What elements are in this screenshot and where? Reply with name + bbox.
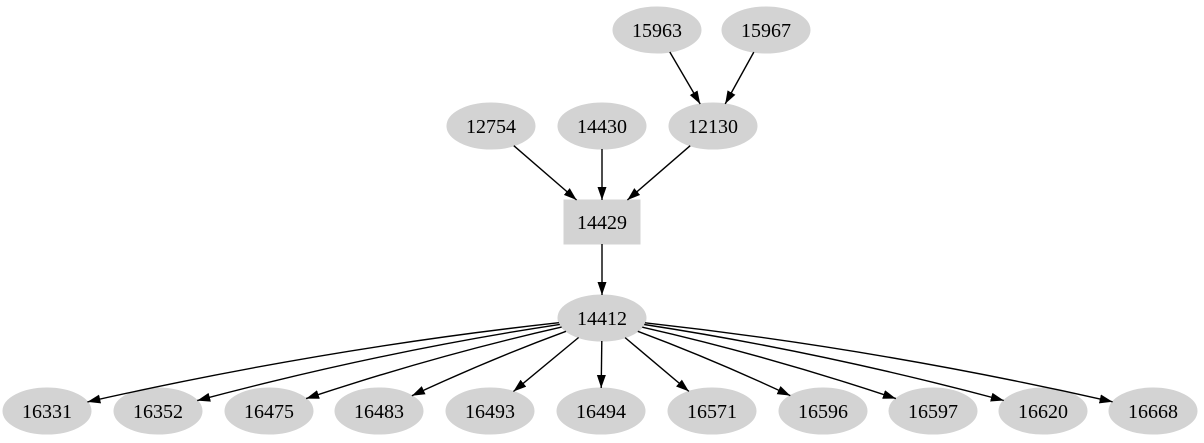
graph-edge-12130-14429 [626,145,691,201]
node-label-16494: 16494 [576,401,626,423]
graph-node-16352 [113,387,203,435]
graph-edge-14412-16475 [305,326,562,400]
graph-node-16331 [2,387,92,435]
node-label-16668: 16668 [1128,401,1178,423]
node-label-15967: 15967 [741,20,791,42]
node-label-16483: 16483 [354,401,404,423]
graph-node-15967 [721,6,811,54]
graph-edge-14412-16483 [411,330,567,397]
graph-edge-15967-12130 [724,51,755,105]
graph-node-16620 [998,387,1088,435]
node-label-14412: 14412 [577,308,627,330]
node-label-16352: 16352 [133,401,183,423]
graph-edge-14412-16620 [644,323,1004,402]
graph-node-16597 [888,387,978,435]
node-label-12754: 12754 [466,116,516,138]
graph-edge-12754-14429 [513,145,578,201]
graph-edge-14412-16668 [644,322,1113,404]
node-label-12130: 12130 [688,116,738,138]
graph-edge-14412-16494 [596,340,606,389]
graph-node-12754 [446,102,536,150]
graph-node-16493 [445,387,535,435]
graph-edge-14412-16493 [512,336,580,393]
graph-edge-14412-16571 [624,337,690,392]
node-label-16571: 16571 [687,401,737,423]
node-label-15963: 15963 [632,20,682,42]
node-label-14429: 14429 [577,212,627,234]
graph-node-15963 [612,6,702,54]
node-label-16331: 16331 [22,401,72,423]
graph-node-16483 [334,387,424,435]
graph-node-12130 [668,102,758,150]
graph-edge-14412-16331 [87,322,559,404]
graph-edge-14412-16597 [642,326,897,400]
node-label-16475: 16475 [244,401,294,423]
graph-node-16668 [1108,387,1198,435]
graph-node-16475 [224,387,314,435]
graph-node-16596 [778,387,868,435]
graph-node-16571 [667,387,757,435]
node-label-16493: 16493 [465,401,515,423]
graph-edge-14412-16352 [197,323,560,402]
graph-edge-15963-12130 [669,51,701,105]
node-label-16596: 16596 [798,401,848,423]
node-label-16597: 16597 [908,401,958,423]
node-label-14430: 14430 [577,116,627,138]
nodes-layer: 15963 15967 12754 14430 12130 14429 14412 16331… [2,6,1198,435]
graph-edge-14412-16596 [637,330,791,397]
edges-layer [87,51,1113,404]
graph-node-16494 [556,387,646,435]
graph-node-14429 [563,199,641,245]
node-label-16620: 16620 [1018,401,1068,423]
